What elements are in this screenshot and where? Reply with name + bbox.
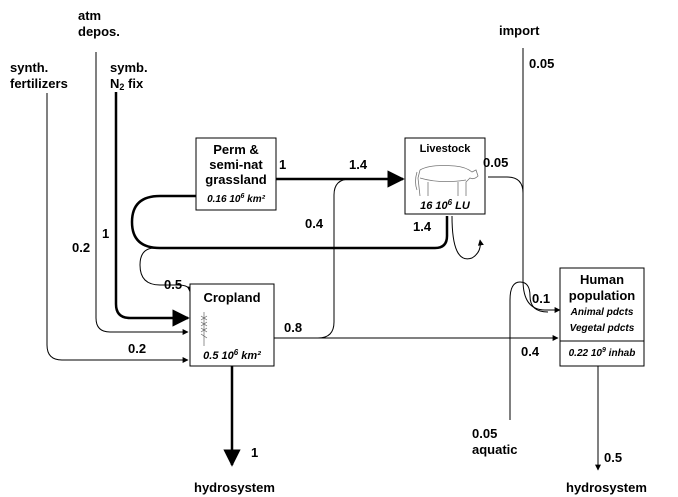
flow-fert-crop-value: 0.2 xyxy=(128,341,146,356)
source-symb-label-1: symb. xyxy=(110,60,148,75)
sink-hydro-right-label: hydrosystem xyxy=(566,480,647,495)
source-symb-label-2: N2 fix xyxy=(110,76,144,92)
cropland-area: 0.5 106 km² xyxy=(203,348,261,362)
human-item-animal: Animal pdcts xyxy=(570,307,634,318)
source-atm-label-2: depos. xyxy=(78,24,120,39)
human-population-box: Human population Animal pdcts Vegetal pd… xyxy=(560,268,644,366)
flow-aquatic-value: 0.05 xyxy=(472,426,497,441)
flow-crop-human-value: 0.4 xyxy=(521,344,540,359)
flow-crop-out-value: 0.8 xyxy=(284,320,302,335)
grassland-label-line3: grassland xyxy=(205,172,266,187)
flow-livestock-loop-line xyxy=(452,216,480,259)
flow-livestock-human-value: 0.05 xyxy=(483,155,508,170)
cropland-box: Cropland 0.5 106 km² xyxy=(190,284,274,366)
human-inhabitants: 0.22 109 inhab xyxy=(569,347,636,359)
flow-hydro-right-value: 0.5 xyxy=(604,450,622,465)
flow-symb-fix-value: 1 xyxy=(102,226,109,241)
human-label-line1: Human xyxy=(580,272,624,287)
grassland-box: Perm & semi-nat grassland 0.16 106 km² xyxy=(196,138,276,210)
flow-crop-to-livestock-line xyxy=(274,179,400,338)
livestock-label: Livestock xyxy=(420,143,472,155)
flow-grass-livestock-value-b: 1.4 xyxy=(349,157,368,172)
source-synth-label-1: synth. xyxy=(10,60,48,75)
cropland-label: Cropland xyxy=(203,290,260,305)
human-item-vegetal: Vegetal pdcts xyxy=(570,323,635,334)
source-atm-label-1: atm xyxy=(78,8,101,23)
grassland-area: 0.16 106 km² xyxy=(207,193,266,205)
flow-grass-livestock-value-a: 1 xyxy=(279,157,286,172)
flow-atm-value: 0.2 xyxy=(72,240,90,255)
sink-hydro-left-label: hydrosystem xyxy=(194,480,275,495)
flow-grass-crop-value: 0.5 xyxy=(164,277,182,292)
flow-livestock-to-grass-line xyxy=(132,196,447,248)
livestock-box: Livestock 16 106 LU xyxy=(405,138,485,214)
human-label-line2: population xyxy=(569,288,635,303)
flow-fertilizer-line xyxy=(47,93,188,360)
grassland-label-line2: semi-nat xyxy=(209,157,263,172)
flow-import-value: 0.05 xyxy=(529,56,554,71)
source-aquatic-label: aquatic xyxy=(472,442,518,457)
grassland-label-line1: Perm & xyxy=(213,142,259,157)
source-import-label: import xyxy=(499,23,540,38)
flow-aquatic-in-value: 0.1 xyxy=(532,291,550,306)
flow-hydro-left-value: 1 xyxy=(251,445,258,460)
source-synth-label-2: fertilizers xyxy=(10,76,68,91)
flow-livestock-grass-value: 1.4 xyxy=(413,219,432,234)
flow-crop-livestock-value: 0.4 xyxy=(305,216,324,231)
livestock-units: 16 106 LU xyxy=(420,198,471,212)
